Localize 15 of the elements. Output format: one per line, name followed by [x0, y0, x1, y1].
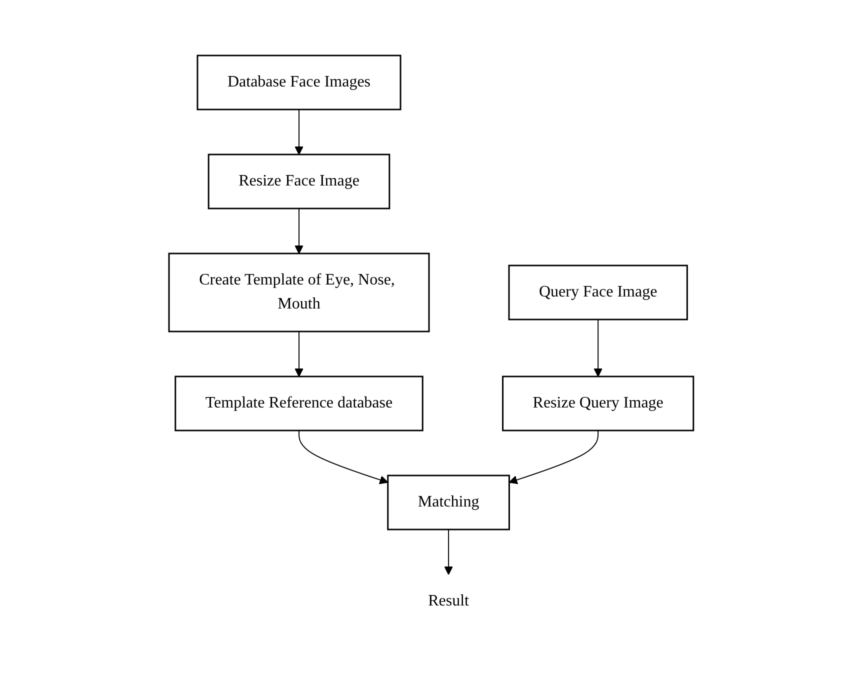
- arrow: [298, 430, 389, 484]
- node-box: Create Template of Eye, Nose, Mouth: [168, 252, 430, 332]
- node-box: Matching: [387, 474, 510, 530]
- arrow: [594, 319, 603, 377]
- node-box: Template Reference database: [174, 376, 424, 432]
- arrow: [444, 529, 454, 575]
- node-box: Resize Face Image: [208, 154, 390, 210]
- node-box: Query Face Image: [508, 264, 688, 320]
- arrow: [294, 331, 304, 377]
- node-box: Database Face Images: [197, 54, 402, 110]
- arrow: [294, 109, 304, 155]
- arrow: [509, 430, 599, 484]
- node-text: Result: [428, 592, 470, 610]
- node-box: Resize Query Image: [502, 376, 694, 432]
- arrow: [294, 208, 304, 254]
